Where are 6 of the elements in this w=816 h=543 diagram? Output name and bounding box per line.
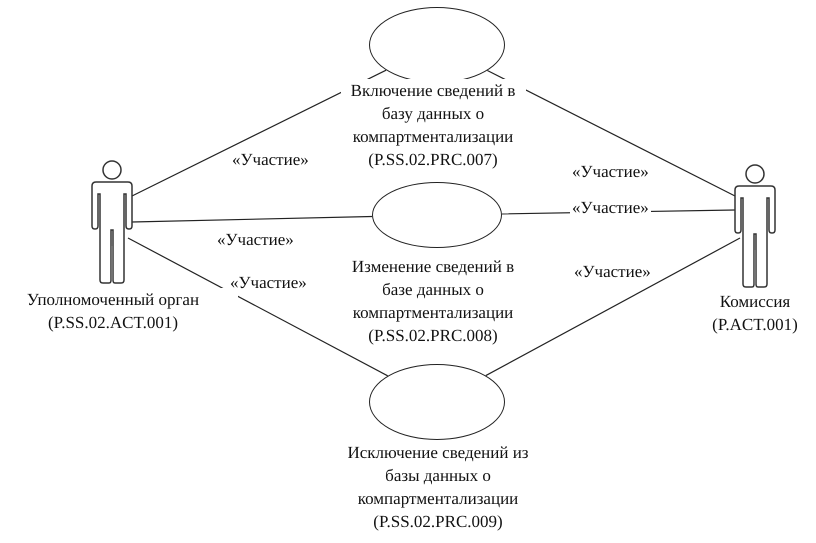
association-line: [128, 237, 388, 376]
association-line: [132, 216, 372, 223]
association-line: [487, 70, 736, 197]
association-line: [486, 237, 740, 376]
use-case-name: Включение сведений в базу данных о компартментализации (P.SS.02.PRC.007): [340, 79, 526, 171]
association-line: [132, 70, 386, 197]
